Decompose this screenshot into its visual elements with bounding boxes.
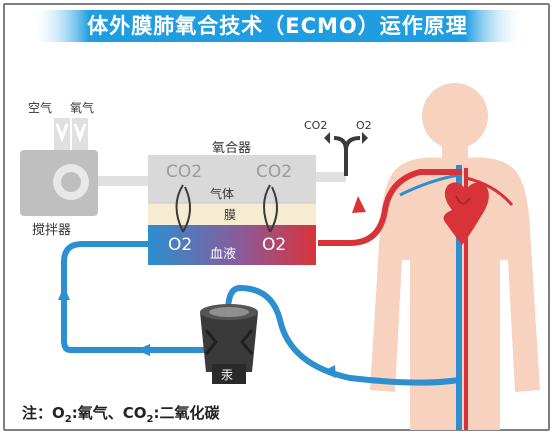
mixer-device-icon [20,150,148,216]
mixer-label: 搅拌器 [32,222,71,238]
human-body [370,83,540,430]
note-prefix: 注： [22,404,53,422]
air-label: 空气 [28,100,52,115]
co2-right-label: CO2 [256,162,292,182]
oxygen-label: 氧气 [70,100,94,115]
oxygenator [148,155,346,265]
arrow-icon [352,196,366,213]
blood-label: 血液 [210,247,236,262]
o2-left-label: O2 [168,235,192,255]
gas-label: 气体 [210,186,234,201]
exhaust-co2-label: CO2 [304,119,327,132]
co2-left-label: CO2 [166,162,202,182]
return-line-red [318,169,462,246]
oxygenator-label: 氧合器 [212,141,251,156]
exhaust-o2-label: O2 [356,119,372,132]
note-o2-sub: 2 [64,414,72,425]
page-title: 体外膜肺氧合技术（ECMO）运作原理 [87,14,468,38]
note-o2-text: :氧气、 [71,404,123,422]
note-co2-text: :二氧化碳 [153,404,220,422]
pump-icon [200,304,258,384]
inflow-line-blue [61,241,205,353]
exhaust-arrows [324,132,368,176]
pump-label: 汞 [221,368,233,382]
arrow-icon [136,344,150,356]
title-banner [30,10,525,42]
note-co2-sub: 2 [146,414,154,425]
arrow-icon [58,286,70,300]
note-o2: O [52,404,65,422]
o2-right-label: O2 [262,235,286,255]
footnote: 注：O2:氧气、CO2:二氧化碳 [22,402,219,425]
heart-icon [443,182,489,245]
drain-line-blue [225,284,460,386]
gas-inlet-tubes [54,118,88,158]
membrane-label: 膜 [224,208,236,222]
arrow-icon [322,365,336,378]
note-co2: CO [122,404,147,422]
